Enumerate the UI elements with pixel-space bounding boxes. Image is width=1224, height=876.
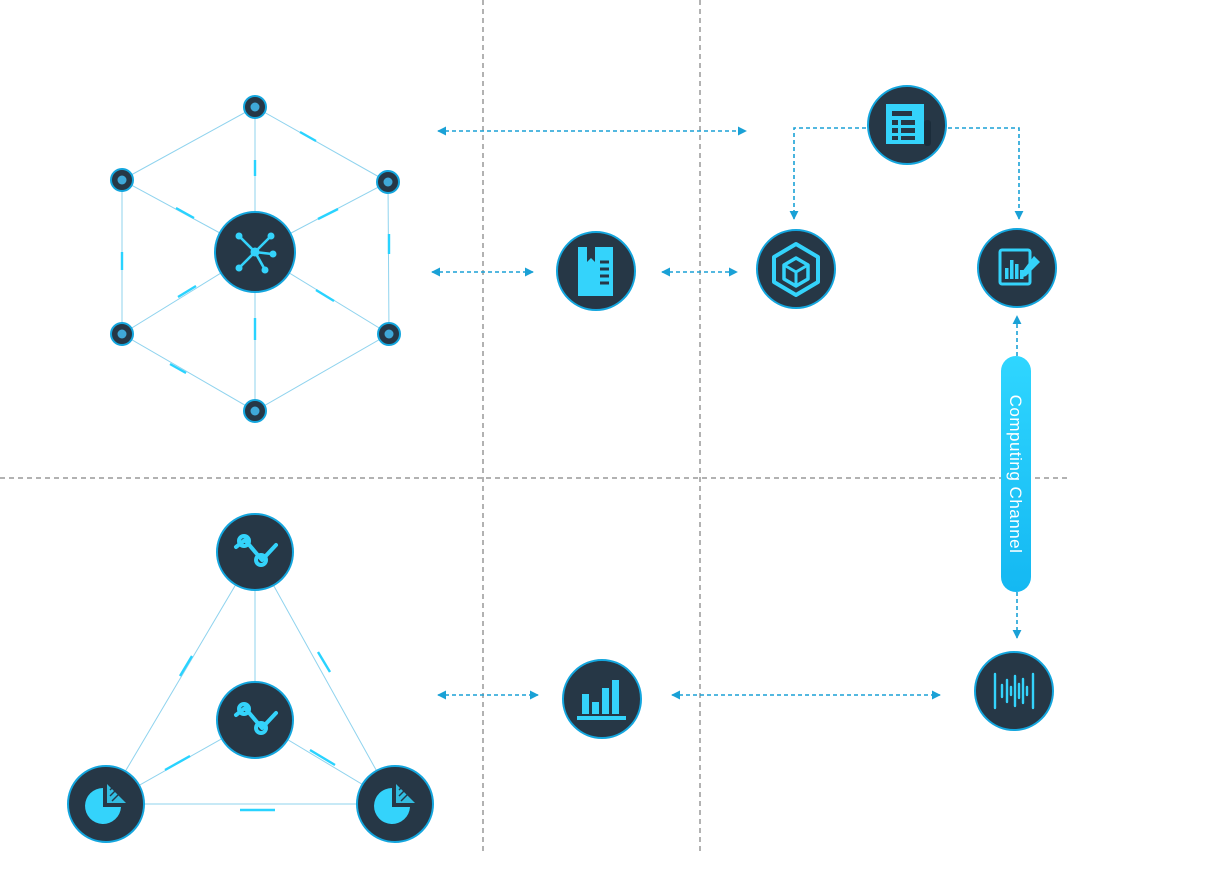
triangle-network xyxy=(67,513,434,843)
flow-arrows xyxy=(431,126,1024,700)
hex-node-upper-right xyxy=(376,170,400,194)
line-chart-icon xyxy=(216,681,294,759)
pie-chart-icon xyxy=(67,765,145,843)
computing-channel-pill xyxy=(1001,356,1031,592)
arrow-report-to-cube xyxy=(789,127,866,220)
bar-chart-icon xyxy=(562,659,642,739)
pie-chart-icon xyxy=(356,765,434,843)
hex-node-top xyxy=(243,95,267,119)
hex-node-bottom xyxy=(243,399,267,423)
hex-node-upper-left xyxy=(110,168,134,192)
chart-edit-icon xyxy=(977,228,1057,308)
computing-channel-label: Computing Channel xyxy=(1006,395,1025,554)
arrow-report-to-chart xyxy=(948,127,1024,220)
waveform-icon xyxy=(974,651,1054,731)
computing-channel: Computing Channel xyxy=(1001,356,1031,592)
cube-icon xyxy=(756,229,836,309)
network-hub-icon xyxy=(214,211,296,293)
hexagon-network xyxy=(110,95,401,423)
hex-node-lower-left xyxy=(110,322,134,346)
hex-node-lower-right xyxy=(377,322,401,346)
grid-lines xyxy=(0,0,1070,852)
report-icon xyxy=(867,85,947,165)
document-icon xyxy=(556,231,636,311)
line-chart-icon xyxy=(216,513,294,591)
